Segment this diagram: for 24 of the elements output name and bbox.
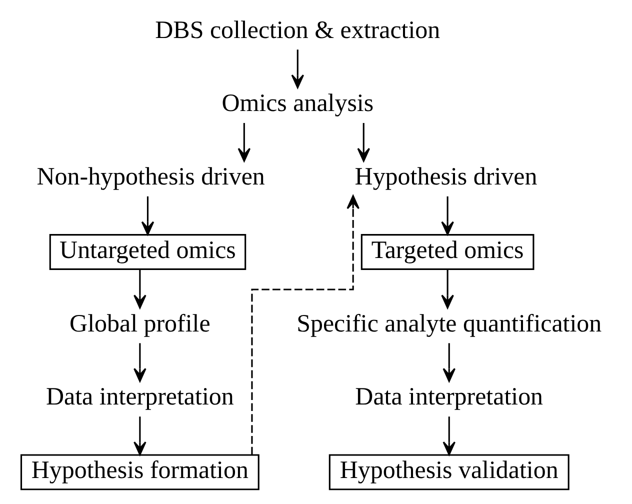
node-box: Targeted omics	[360, 234, 534, 270]
node-text: Global profile	[70, 310, 210, 338]
arrow	[134, 416, 146, 456]
arrow	[291, 50, 304, 88]
arrow	[141, 196, 154, 236]
arrow	[442, 343, 456, 382]
node-box: Hypothesis formation	[20, 454, 260, 490]
node-text: Data interpretation	[355, 384, 544, 411]
arrow	[238, 122, 251, 162]
node-box: Hypothesis validation	[328, 454, 570, 490]
node-text: DBS collection & extraction	[155, 16, 440, 44]
arrow	[134, 343, 146, 382]
node-text: Non-hypothesis driven	[36, 164, 265, 191]
node-text: Omics analysis	[222, 90, 374, 118]
node-text: Data interpretation	[46, 384, 234, 411]
arrow	[441, 196, 454, 236]
arrow	[251, 195, 360, 455]
node-text: Specific analyte quantification	[296, 310, 602, 338]
node-box: Untargeted omics	[49, 234, 246, 270]
arrow	[357, 122, 370, 162]
arrow	[134, 270, 146, 309]
arrow	[442, 416, 456, 456]
arrow	[441, 270, 454, 309]
node-text: Hypothesis driven	[354, 164, 538, 191]
